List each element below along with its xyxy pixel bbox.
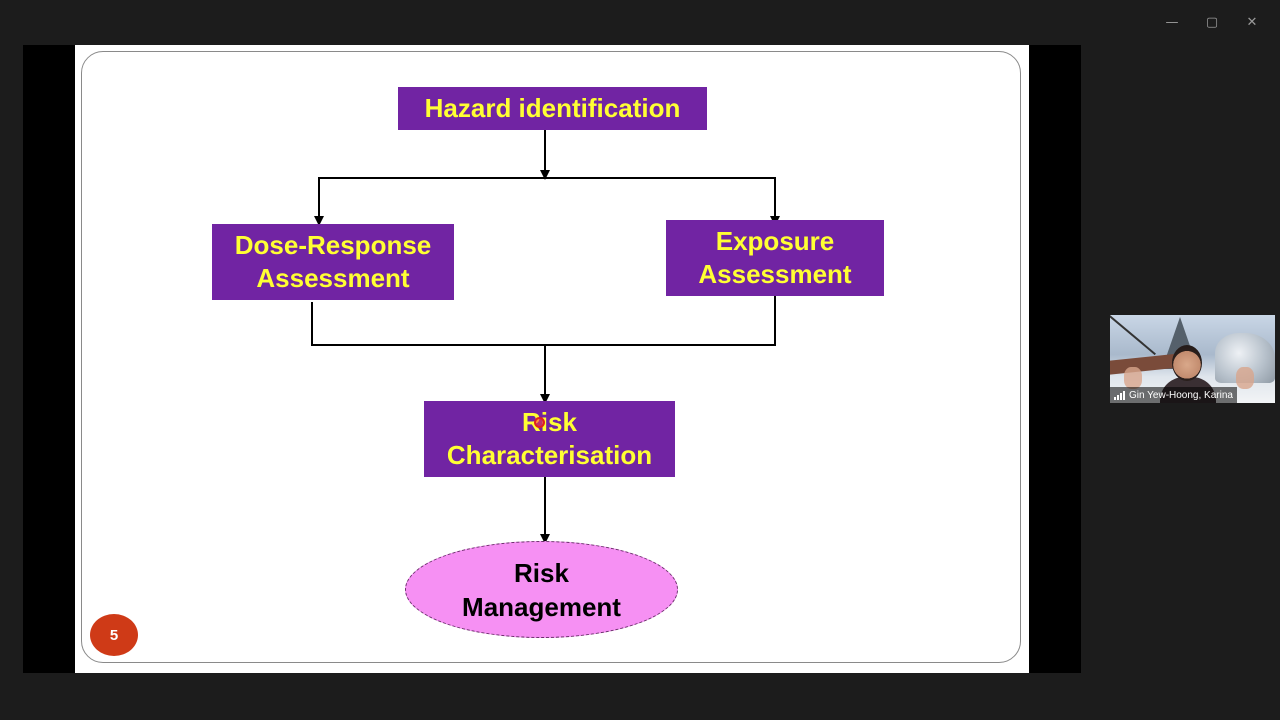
hazard-identification-label: Hazard identification	[424, 93, 681, 123]
participant-hand-left	[1124, 367, 1142, 389]
hazard-identification-box: Hazard identification	[398, 87, 707, 130]
presentation-slide: Hazard identification Dose-Response Asse…	[75, 45, 1029, 673]
maximize-icon[interactable]: ▢	[1205, 14, 1219, 30]
close-icon[interactable]: ✕	[1246, 14, 1258, 30]
risk-mgmt-line2: Management	[462, 591, 621, 622]
video-bg-roof	[1110, 353, 1180, 375]
signal-strength-icon	[1114, 390, 1125, 400]
branch-line	[318, 177, 776, 219]
participant-hand-right	[1236, 367, 1254, 389]
exposure-line1: Exposure	[715, 226, 835, 256]
risk-management-ellipse: Risk Management	[405, 541, 678, 638]
slide-border	[81, 51, 1021, 663]
exposure-line2: Assessment	[698, 259, 852, 289]
risk-char-line2: Characterisation	[446, 440, 653, 470]
dose-response-line1: Dose-Response	[234, 230, 432, 260]
laser-pointer-icon	[534, 417, 545, 428]
participant-name-bar: Gin Yew-Hoong, Karina	[1110, 387, 1237, 403]
dose-response-box: Dose-Response Assessment	[212, 224, 454, 300]
slide-number: 5	[109, 626, 119, 644]
window-controls: — ▢ ✕	[1152, 10, 1272, 34]
slide-number-badge: 5	[90, 614, 138, 656]
participant-video-tile[interactable]: Gin Yew-Hoong, Karina	[1110, 315, 1275, 403]
risk-mgmt-line1: Risk	[514, 557, 569, 588]
minimize-icon[interactable]: —	[1165, 14, 1179, 30]
participant-avatar	[1172, 345, 1202, 381]
risk-char-line1: Risk	[522, 407, 577, 437]
video-bg-wire	[1110, 315, 1156, 356]
risk-characterisation-box: Risk Characterisation	[424, 401, 675, 477]
participant-name: Gin Yew-Hoong, Karina	[1129, 389, 1233, 401]
merge-line	[311, 296, 776, 346]
exposure-assessment-box: Exposure Assessment	[666, 220, 884, 296]
dose-response-line2: Assessment	[256, 263, 410, 293]
shared-screen: Hazard identification Dose-Response Asse…	[23, 45, 1081, 673]
